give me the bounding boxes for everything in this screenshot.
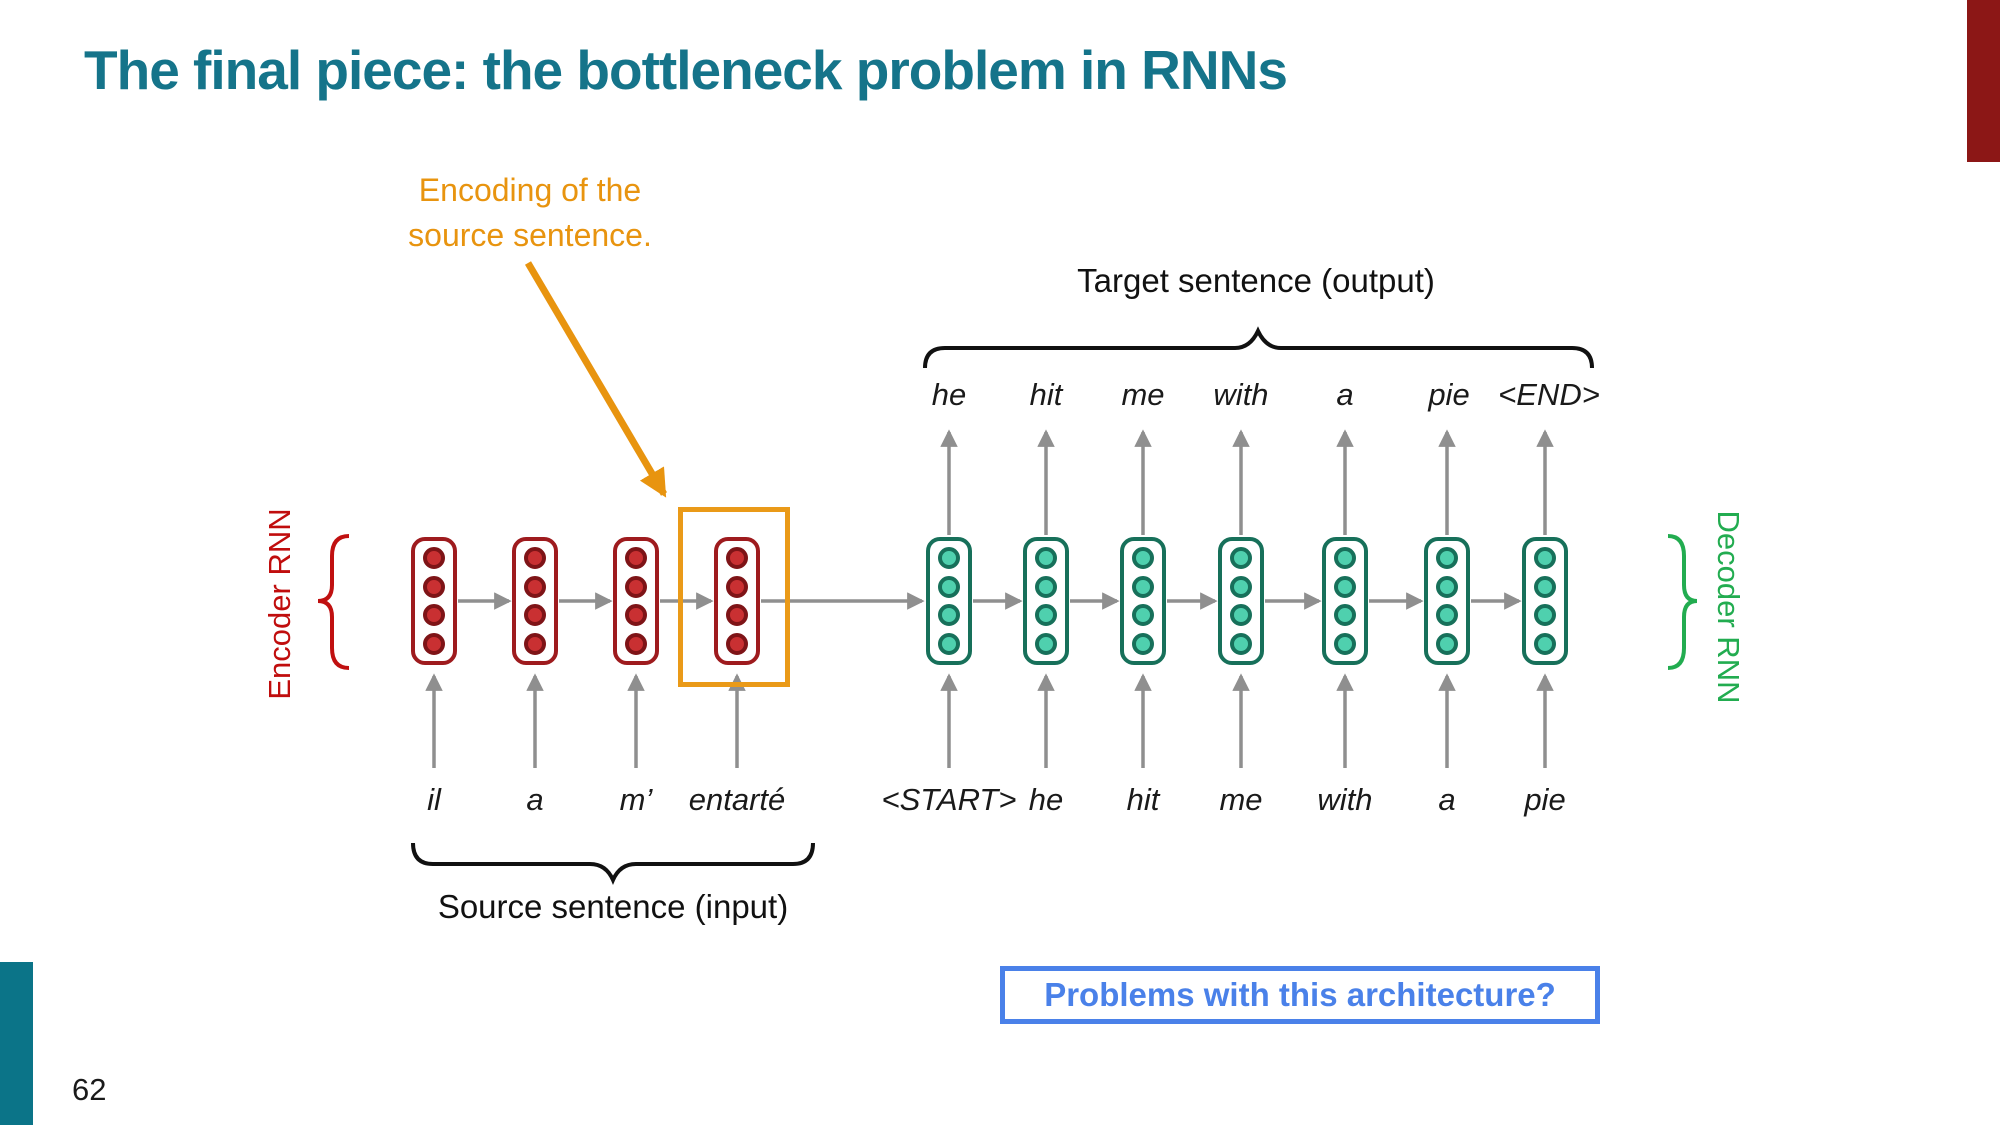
decoder-input-word: a	[1438, 782, 1456, 817]
hidden-state-dot	[1132, 547, 1154, 570]
corner-accent-bar-bottom	[0, 962, 33, 1125]
target-word: me	[1121, 377, 1165, 412]
hidden-state-dot	[524, 547, 546, 570]
hidden-state-dot	[524, 632, 546, 655]
decoder-cell-7	[1522, 537, 1568, 665]
source-word: il	[427, 782, 441, 817]
hidden-state-dot	[938, 575, 960, 598]
source-sentence-brace	[411, 842, 815, 885]
hidden-state-dot	[1534, 575, 1556, 598]
decoder-input-arrows	[940, 673, 1554, 768]
decoder-input-word: hit	[1126, 782, 1160, 817]
page-number: 62	[72, 1072, 107, 1107]
decoder-cell-3	[1120, 537, 1166, 665]
target-sentence-label: Target sentence (output)	[1077, 262, 1435, 299]
encoder-brace	[317, 534, 350, 670]
hidden-state-dot	[938, 604, 960, 627]
hidden-state-dot	[726, 547, 748, 570]
encoder-cell-2	[512, 537, 558, 665]
target-word: pie	[1428, 377, 1470, 412]
encoding-highlight-box	[678, 507, 790, 687]
hidden-state-dot	[1132, 604, 1154, 627]
hidden-state-dot	[1230, 604, 1252, 627]
hidden-state-dot	[1436, 547, 1458, 570]
encoder-input-arrows	[425, 673, 746, 768]
hidden-state-dot	[423, 604, 445, 627]
hidden-state-dot	[1436, 632, 1458, 655]
corner-accent-bar-top	[1967, 0, 2000, 162]
encoding-annotation-arrow	[524, 261, 668, 498]
hidden-state-dot	[423, 575, 445, 598]
hidden-state-dot	[1334, 632, 1356, 655]
decoder-cell-2	[1023, 537, 1069, 665]
decoder-cell-5	[1322, 537, 1368, 665]
target-word: with	[1213, 377, 1269, 412]
hidden-state-dot	[625, 632, 647, 655]
hidden-state-dot	[1534, 604, 1556, 627]
hidden-state-dot	[524, 575, 546, 598]
hidden-state-dot	[1132, 575, 1154, 598]
decoder-cell-6	[1424, 537, 1470, 665]
source-word: m’	[619, 782, 653, 817]
target-word: a	[1336, 377, 1354, 412]
hidden-state-dot	[1035, 632, 1057, 655]
hidden-state-dot	[1035, 547, 1057, 570]
hidden-state-dot	[726, 575, 748, 598]
hidden-state-dot	[1230, 575, 1252, 598]
encoder-cell-4	[714, 537, 760, 665]
hidden-state-dot	[625, 575, 647, 598]
hidden-state-dot	[1230, 632, 1252, 655]
decoder-cell-4	[1218, 537, 1264, 665]
hidden-state-dot	[625, 547, 647, 570]
hidden-state-dot	[625, 604, 647, 627]
target-word: he	[931, 377, 967, 412]
encoding-annotation: Encoding of the source sentence.	[330, 168, 730, 258]
target-word: hit	[1029, 377, 1063, 412]
hidden-state-dot	[1436, 604, 1458, 627]
target-word: <END>	[1498, 377, 1600, 412]
encoding-annotation-line2: source sentence.	[408, 217, 652, 253]
hidden-state-dot	[1534, 547, 1556, 570]
hidden-state-dot	[938, 547, 960, 570]
hidden-state-dot	[938, 632, 960, 655]
decoder-input-word: pie	[1524, 782, 1566, 817]
hidden-state-dot	[1534, 632, 1556, 655]
hidden-state-dot	[1334, 604, 1356, 627]
decoder-input-word: me	[1219, 782, 1263, 817]
decoder-brace	[1667, 534, 1698, 670]
hidden-state-dot	[1436, 575, 1458, 598]
hidden-state-dot	[1035, 604, 1057, 627]
decoder-cell-1	[926, 537, 972, 665]
hidden-state-dot	[1132, 632, 1154, 655]
encoder-cell-3	[613, 537, 659, 665]
hidden-state-dot	[1334, 575, 1356, 598]
decoder-input-word: <START>	[881, 782, 1017, 817]
slide-title: The final piece: the bottleneck problem …	[84, 39, 1288, 101]
hidden-state-dot	[1230, 547, 1252, 570]
hidden-state-dot	[726, 632, 748, 655]
hidden-state-dot	[726, 604, 748, 627]
hidden-state-dot	[423, 632, 445, 655]
hidden-state-dot	[524, 604, 546, 627]
target-sentence-brace	[923, 326, 1594, 369]
hidden-state-dot	[1035, 575, 1057, 598]
hidden-state-dot	[423, 547, 445, 570]
braces	[317, 326, 1698, 885]
encoding-annotation-line1: Encoding of the	[418, 172, 642, 208]
decoder-input-word: with	[1317, 782, 1373, 817]
decoder-input-word: he	[1028, 782, 1064, 817]
encoder-cell-1	[411, 537, 457, 665]
source-word: a	[526, 782, 544, 817]
source-word: entarté	[688, 782, 786, 817]
hidden-state-dot	[1334, 547, 1356, 570]
problems-question-box: Problems with this architecture?	[1000, 966, 1600, 1024]
source-sentence-label: Source sentence (input)	[437, 888, 789, 925]
decoder-output-arrows	[940, 429, 1554, 535]
problems-question-text: Problems with this architecture?	[1044, 976, 1556, 1013]
